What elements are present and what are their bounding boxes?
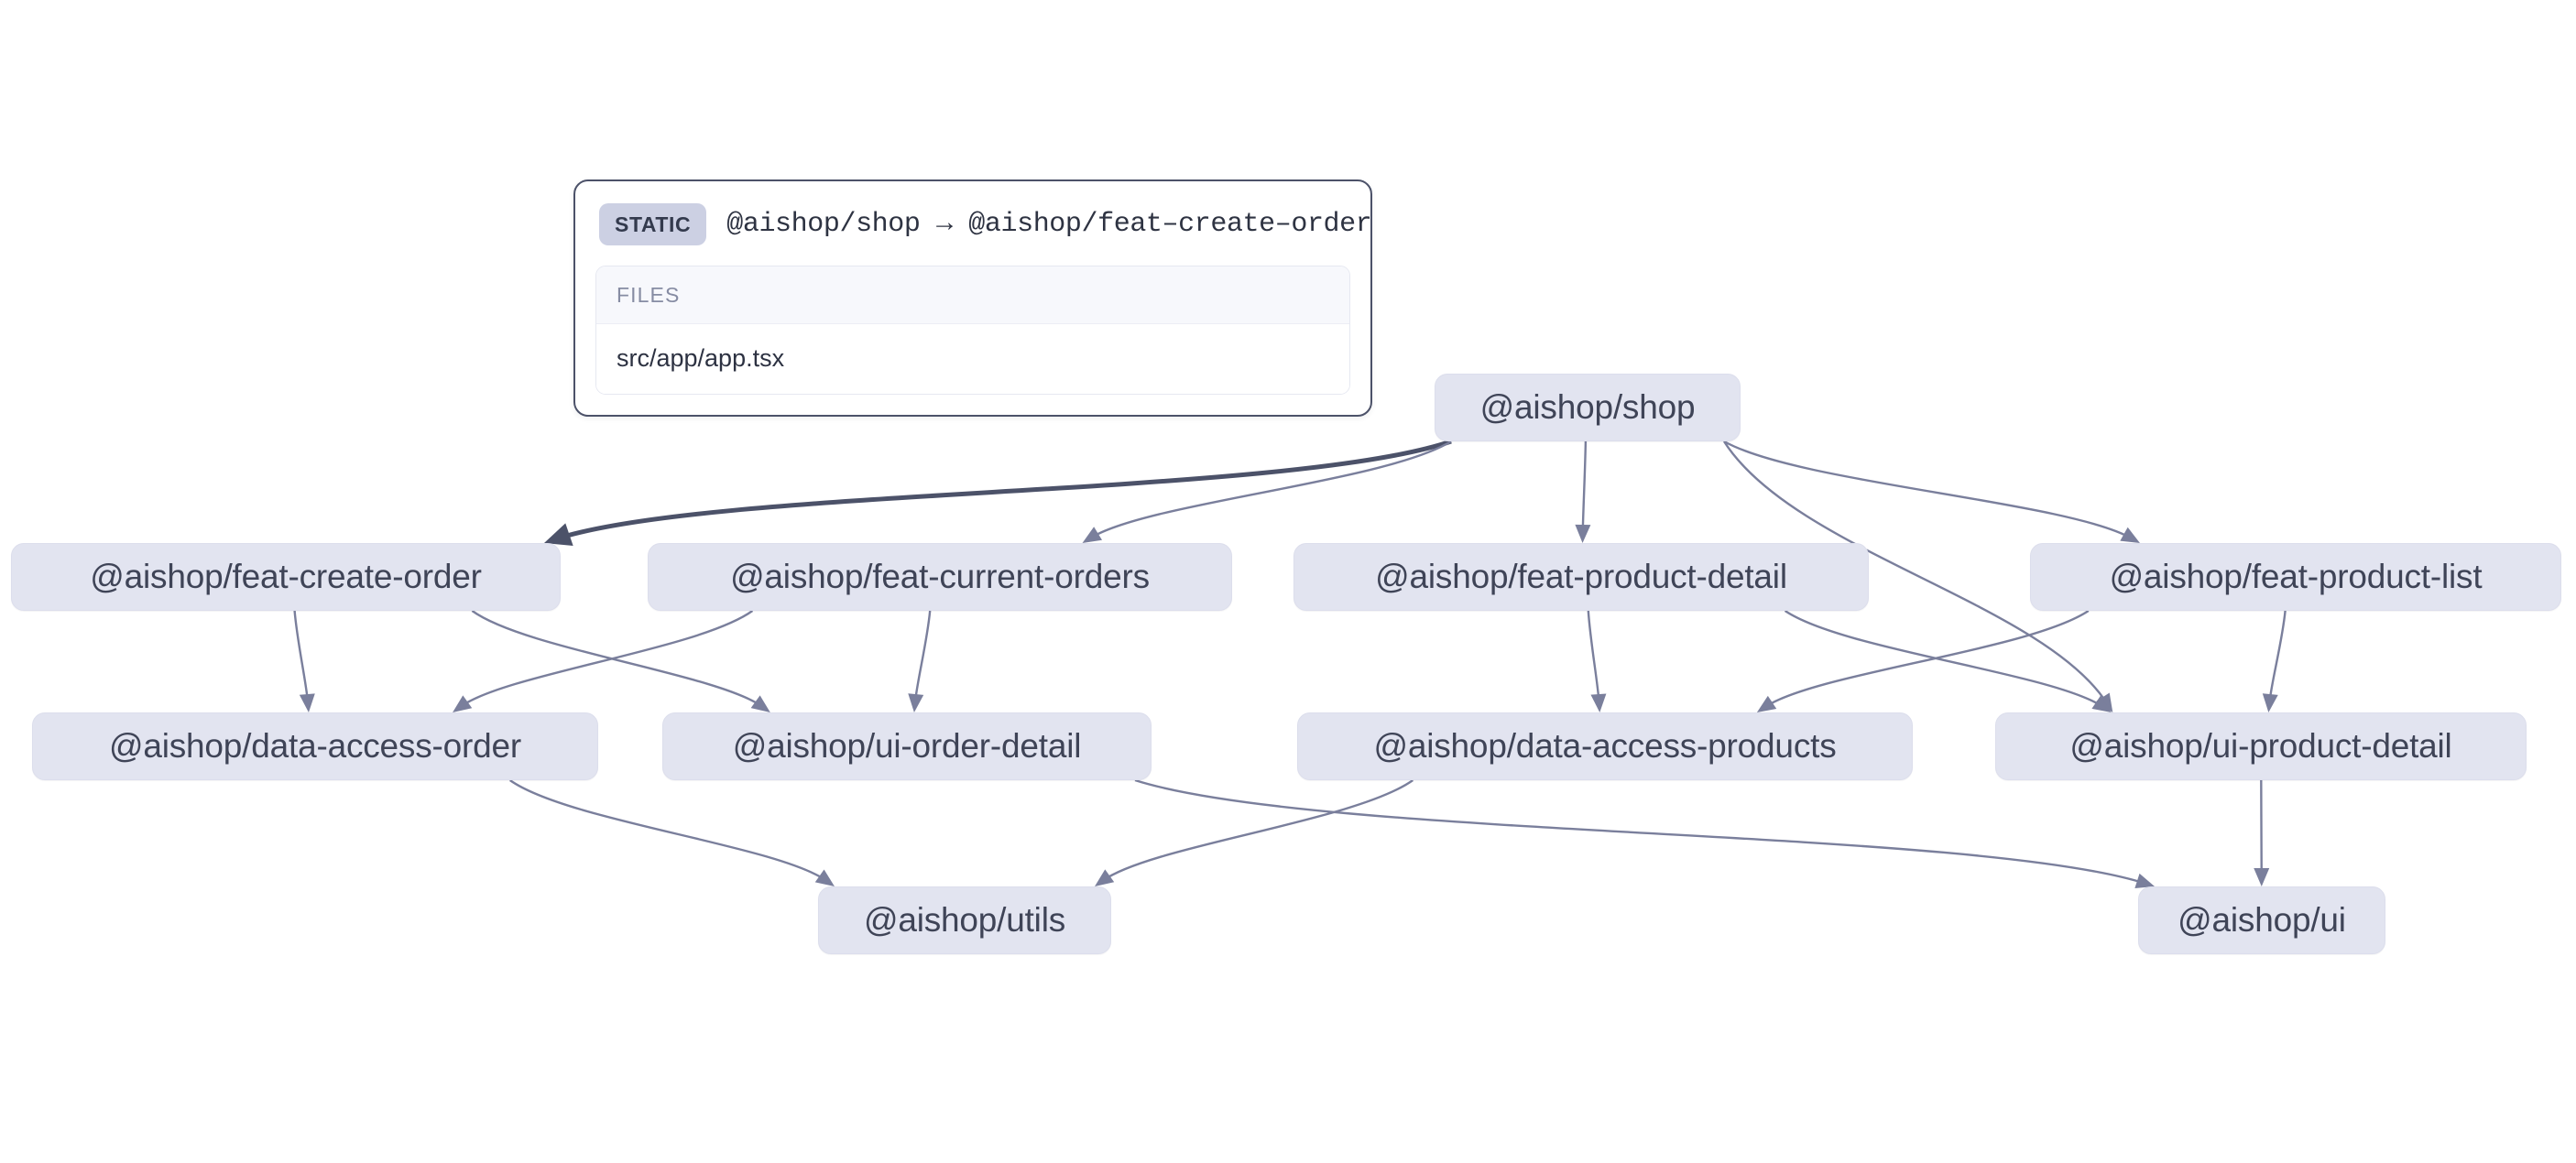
graph-edge-arrowhead-icon (908, 693, 924, 712)
graph-node-label: @aishop/data-access-products (1373, 726, 1837, 765)
graph-edge-arrowhead-icon (814, 869, 835, 886)
graph-node-label: @aishop/ui-order-detail (732, 726, 1082, 765)
graph-edge-arrowhead-icon (299, 693, 315, 712)
graph-edge-feat-current-orders-to-data-access-order[interactable] (460, 610, 754, 708)
graph-node-ui-product-detail[interactable]: @aishop/ui-product-detail (1995, 712, 2527, 780)
graph-node-label: @aishop/feat-current-orders (730, 557, 1150, 595)
files-heading: FILES (596, 266, 1349, 324)
graph-node-label: @aishop/feat-create-order (90, 557, 482, 595)
graph-edge-ui-order-detail-to-ui[interactable] (1134, 778, 2145, 885)
graph-edge-shop-to-feat-current-orders[interactable] (1090, 440, 1452, 539)
graph-edge-shop-to-feat-product-list[interactable] (1723, 440, 2132, 539)
graph-edge-feat-product-detail-to-ui-product-detail[interactable] (1784, 610, 2104, 708)
graph-node-label: @aishop/ui-product-detail (2069, 726, 2452, 765)
graph-node-utils[interactable]: @aishop/utils (818, 886, 1111, 954)
graph-node-feat-product-list[interactable]: @aishop/feat-product-list (2030, 543, 2561, 611)
graph-node-data-access-products[interactable]: @aishop/data-access-products (1297, 712, 1913, 780)
graph-edge-feat-product-list-to-ui-product-detail[interactable] (2268, 610, 2287, 703)
graph-node-feat-current-orders[interactable]: @aishop/feat-current-orders (648, 543, 1232, 611)
files-panel: FILES src/app/app.tsx (595, 266, 1350, 395)
graph-node-label: @aishop/feat-product-detail (1375, 557, 1787, 595)
graph-edge-arrowhead-icon (2120, 527, 2140, 543)
graph-edge-arrowhead-icon (1575, 524, 1591, 543)
edge-details-tooltip[interactable]: STATIC @aishop/shop → @aishop/feat–creat… (573, 179, 1372, 417)
graph-edge-arrowhead-icon (1095, 869, 1115, 886)
graph-node-label: @aishop/utils (863, 900, 1066, 939)
graph-edge-feat-create-order-to-data-access-order[interactable] (293, 610, 310, 703)
graph-edge-arrowhead-icon (2254, 867, 2270, 886)
graph-node-label: @aishop/shop (1479, 387, 1696, 426)
graph-node-shop[interactable]: @aishop/shop (1435, 374, 1741, 441)
graph-edge-data-access-products-to-utils[interactable] (1102, 779, 1414, 882)
graph-node-ui-order-detail[interactable]: @aishop/ui-order-detail (662, 712, 1152, 780)
graph-edge-arrowhead-icon (1082, 527, 1103, 543)
file-row[interactable]: src/app/app.tsx (596, 324, 1349, 394)
graph-node-label: @aishop/ui (2178, 900, 2346, 939)
graph-node-data-access-order[interactable]: @aishop/data-access-order (32, 712, 598, 780)
tooltip-header: STATIC @aishop/shop → @aishop/feat–creat… (595, 201, 1372, 251)
static-dependency-badge: STATIC (599, 203, 707, 245)
graph-node-label: @aishop/feat-product-list (2109, 557, 2483, 595)
graph-edge-feat-current-orders-to-ui-order-detail[interactable] (913, 610, 932, 703)
graph-edge-data-access-order-to-utils[interactable] (509, 779, 827, 882)
graph-edge-arrowhead-icon (2091, 695, 2112, 712)
graph-edge-arrowhead-icon (750, 695, 770, 712)
graph-node-feat-create-order[interactable]: @aishop/feat-create-order (11, 543, 561, 611)
graph-edge-feat-create-order-to-ui-order-detail[interactable] (471, 610, 763, 708)
graph-edge-shop-to-feat-create-order[interactable] (552, 439, 1452, 542)
graph-edge-arrowhead-icon (1756, 695, 1777, 712)
graph-edge-arrowhead-icon (1590, 693, 1607, 712)
graph-node-label: @aishop/data-access-order (108, 726, 522, 765)
graph-node-feat-product-detail[interactable]: @aishop/feat-product-detail (1293, 543, 1869, 611)
file-list: src/app/app.tsx (596, 324, 1349, 394)
graph-edge-arrowhead-icon (2096, 692, 2113, 712)
graph-edge-arrowhead-icon (453, 695, 473, 712)
graph-node-ui[interactable]: @aishop/ui (2138, 886, 2385, 954)
dependency-title: @aishop/shop → @aishop/feat–create–order (726, 209, 1372, 240)
graph-edge-arrowhead-icon (2262, 693, 2278, 712)
graph-edge-shop-to-feat-product-detail[interactable] (1581, 440, 1588, 534)
graph-edge-feat-product-detail-to-data-access-products[interactable] (1587, 610, 1600, 703)
graph-edge-feat-product-list-to-data-access-products[interactable] (1764, 609, 2090, 708)
